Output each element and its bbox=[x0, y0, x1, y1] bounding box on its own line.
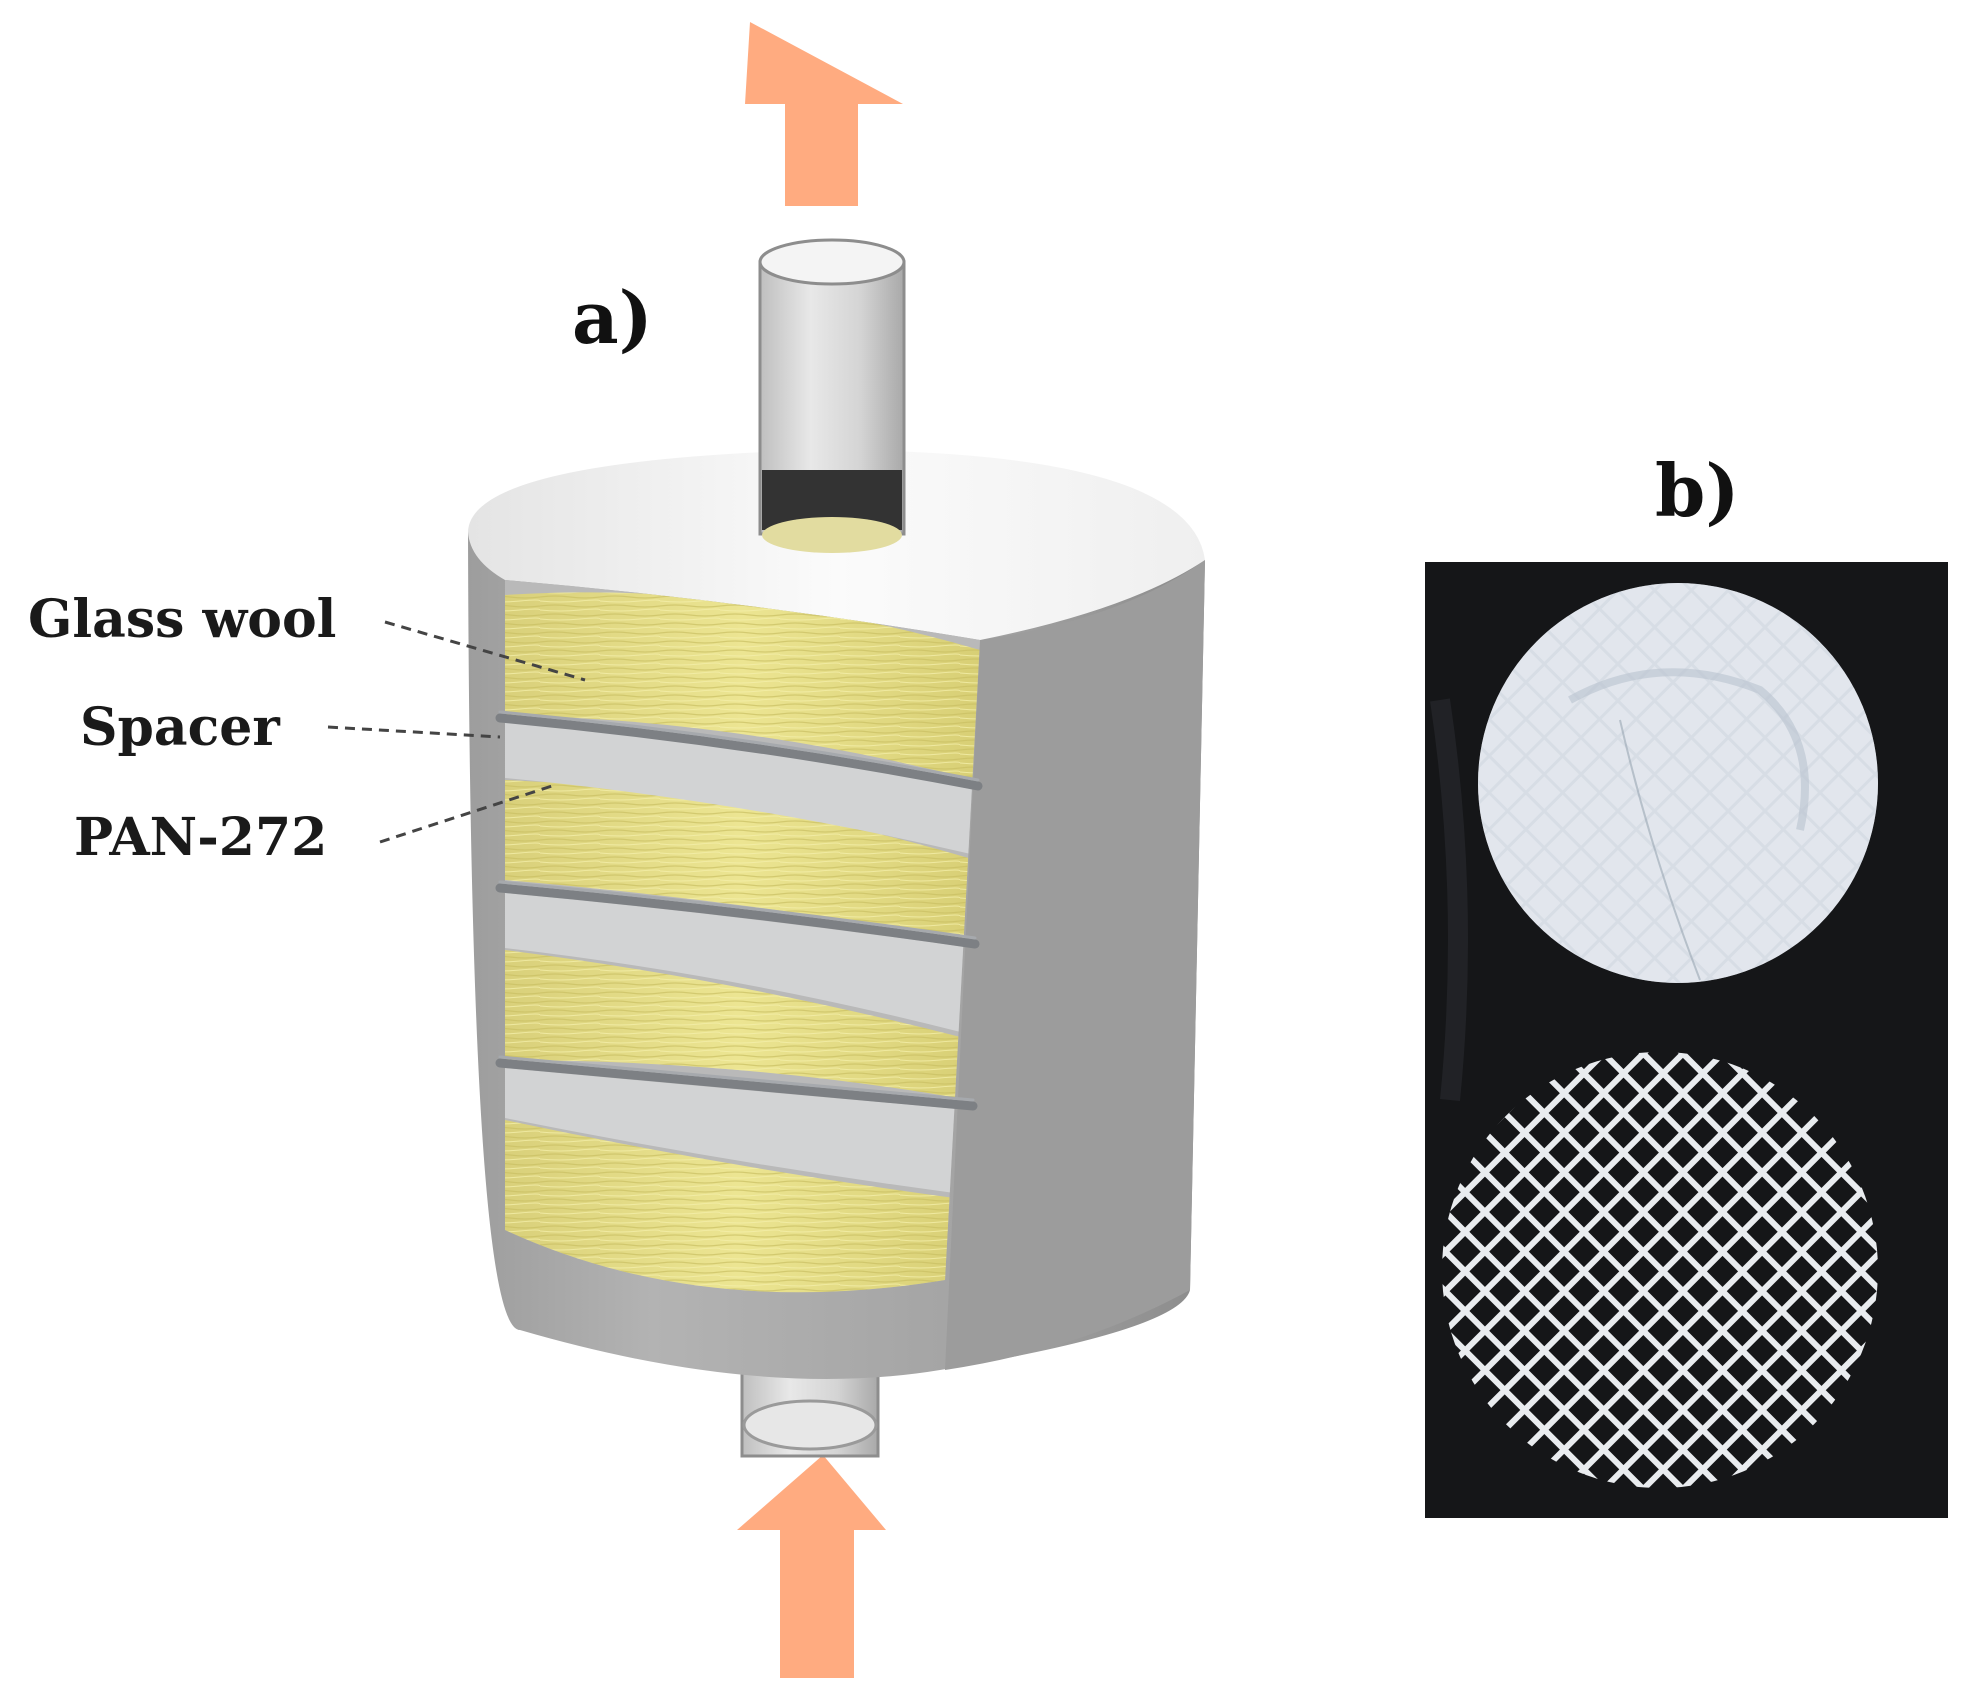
panel-a-label: a) bbox=[572, 275, 653, 360]
glass-wool-leader bbox=[384, 620, 586, 682]
panel-b-label: b) bbox=[1655, 448, 1740, 533]
spacer-ring bbox=[495, 1058, 978, 1111]
spacer-mesh-photo bbox=[1442, 1052, 1878, 1488]
glass-wool-layer bbox=[505, 1120, 970, 1293]
glass-wool-layer bbox=[505, 950, 972, 1100]
glass-wool-callout: Glass wool bbox=[28, 589, 337, 650]
pan-272-band bbox=[505, 722, 975, 855]
filter-cutaway bbox=[505, 580, 980, 1293]
pan-272-band bbox=[505, 893, 972, 1035]
pan-272-leader bbox=[379, 783, 556, 844]
flow-out-arrow-icon bbox=[745, 22, 903, 206]
spacer-rings bbox=[495, 713, 983, 1111]
glass-wool-layer bbox=[505, 592, 980, 780]
pan-272-callout: PAN-272 bbox=[74, 807, 328, 868]
outlet-pipe bbox=[758, 238, 906, 553]
spacer-callout: Spacer bbox=[80, 697, 280, 758]
spacer-leader bbox=[327, 725, 501, 739]
pan-272-band bbox=[505, 1068, 970, 1195]
spacer-ring bbox=[495, 883, 980, 949]
callout-leaders bbox=[327, 620, 586, 844]
flow-in-arrow-icon bbox=[737, 1455, 886, 1678]
spacer-ring bbox=[495, 713, 983, 791]
photo-panel bbox=[1425, 562, 1948, 1518]
glass-wool-layer bbox=[505, 780, 975, 940]
filter-disc-photo bbox=[1478, 583, 1878, 983]
